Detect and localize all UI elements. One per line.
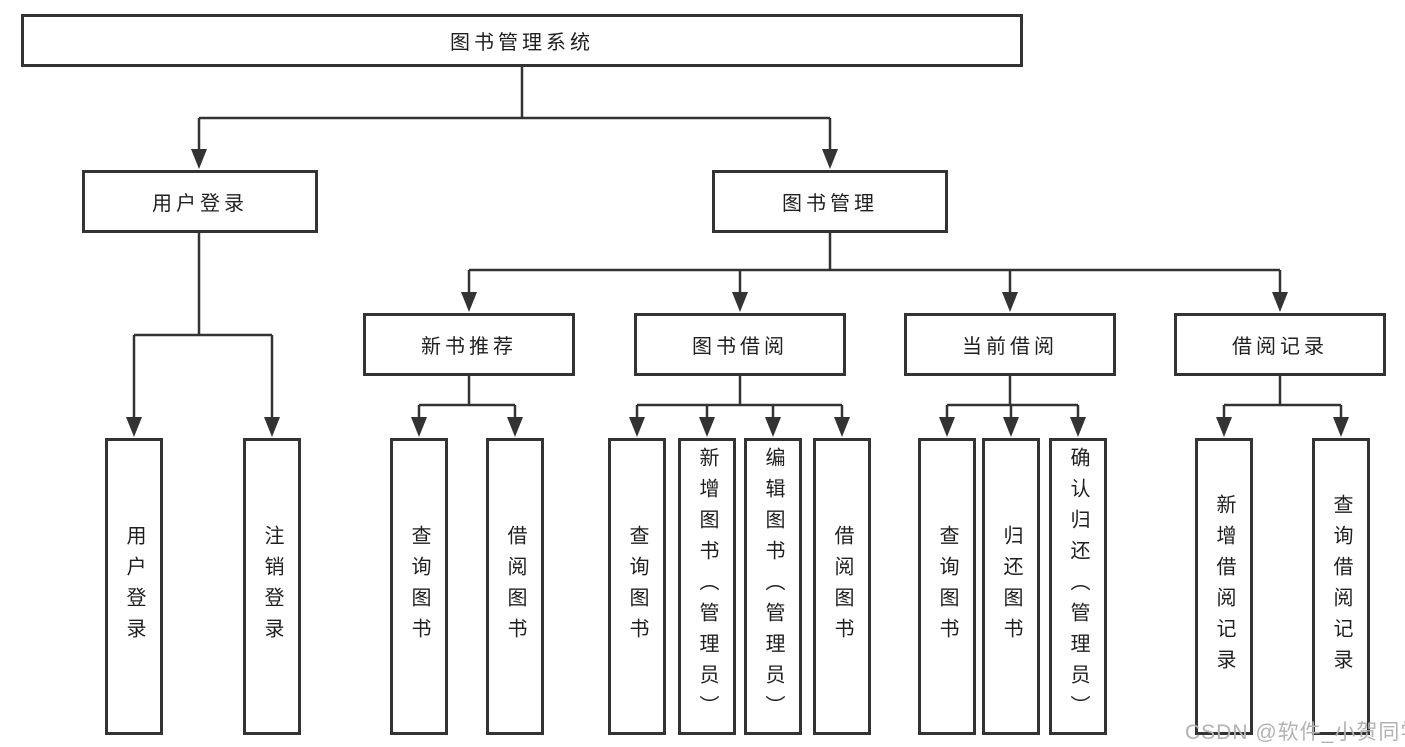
node-borrow-record: 借阅记录 — [1174, 313, 1386, 376]
node-book-management: 图书管理 — [712, 170, 948, 233]
node-label: 查询图书 — [408, 524, 430, 649]
node-current-borrow: 当前借阅 — [904, 313, 1116, 376]
node-label: 查询图书 — [626, 524, 648, 649]
leaf-borrow-borrow-book: 借阅图书 — [813, 438, 871, 735]
leaf-current-confirm-return-admin: 确认归还（管理员） — [1049, 438, 1107, 735]
node-book-borrow: 图书借阅 — [634, 313, 846, 376]
node-label: 新书推荐 — [421, 336, 517, 358]
node-label: 图书管理 — [782, 193, 878, 215]
arrowheads — [126, 149, 1349, 437]
leaf-record-query: 查询借阅记录 — [1312, 438, 1370, 735]
leaf-borrow-edit-book-admin: 编辑图书（管理员） — [744, 438, 802, 735]
node-user-login: 用户登录 — [82, 170, 318, 233]
leaf-recommend-query-book: 查询图书 — [390, 438, 448, 735]
node-label: 新增借阅记录 — [1213, 493, 1235, 680]
node-label: 借阅图书 — [831, 524, 853, 649]
leaf-current-return-book: 归还图书 — [982, 438, 1040, 735]
leaf-borrow-query-book: 查询图书 — [608, 438, 666, 735]
leaf-logout: 注销登录 — [243, 438, 301, 735]
node-label: 借阅记录 — [1232, 336, 1328, 358]
node-label: 图书借阅 — [692, 336, 788, 358]
node-label: 用户登录 — [152, 193, 248, 215]
leaf-record-add: 新增借阅记录 — [1195, 438, 1253, 735]
node-label: 确认归还（管理员） — [1067, 447, 1089, 726]
node-label: 查询图书 — [936, 524, 958, 649]
node-label: 查询借阅记录 — [1330, 493, 1352, 680]
node-label: 当前借阅 — [962, 336, 1058, 358]
node-label: 编辑图书（管理员） — [762, 447, 784, 726]
node-label: 归还图书 — [1000, 524, 1022, 649]
leaf-recommend-borrow-book: 借阅图书 — [486, 438, 544, 735]
leaf-user-login: 用户登录 — [105, 438, 163, 735]
leaf-borrow-add-book-admin: 新增图书（管理员） — [678, 438, 736, 735]
csdn-watermark: CSDN @软件_小贺同学 — [1185, 721, 1405, 744]
node-label: 新增图书（管理员） — [696, 447, 718, 726]
node-label: 借阅图书 — [504, 524, 526, 649]
node-library-system-root: 图书管理系统 — [21, 14, 1023, 67]
node-label: 用户登录 — [123, 524, 145, 649]
leaf-current-query-book: 查询图书 — [918, 438, 976, 735]
node-label: 图书管理系统 — [450, 32, 594, 54]
node-new-book-recommend: 新书推荐 — [363, 313, 575, 376]
node-label: 注销登录 — [261, 524, 283, 649]
